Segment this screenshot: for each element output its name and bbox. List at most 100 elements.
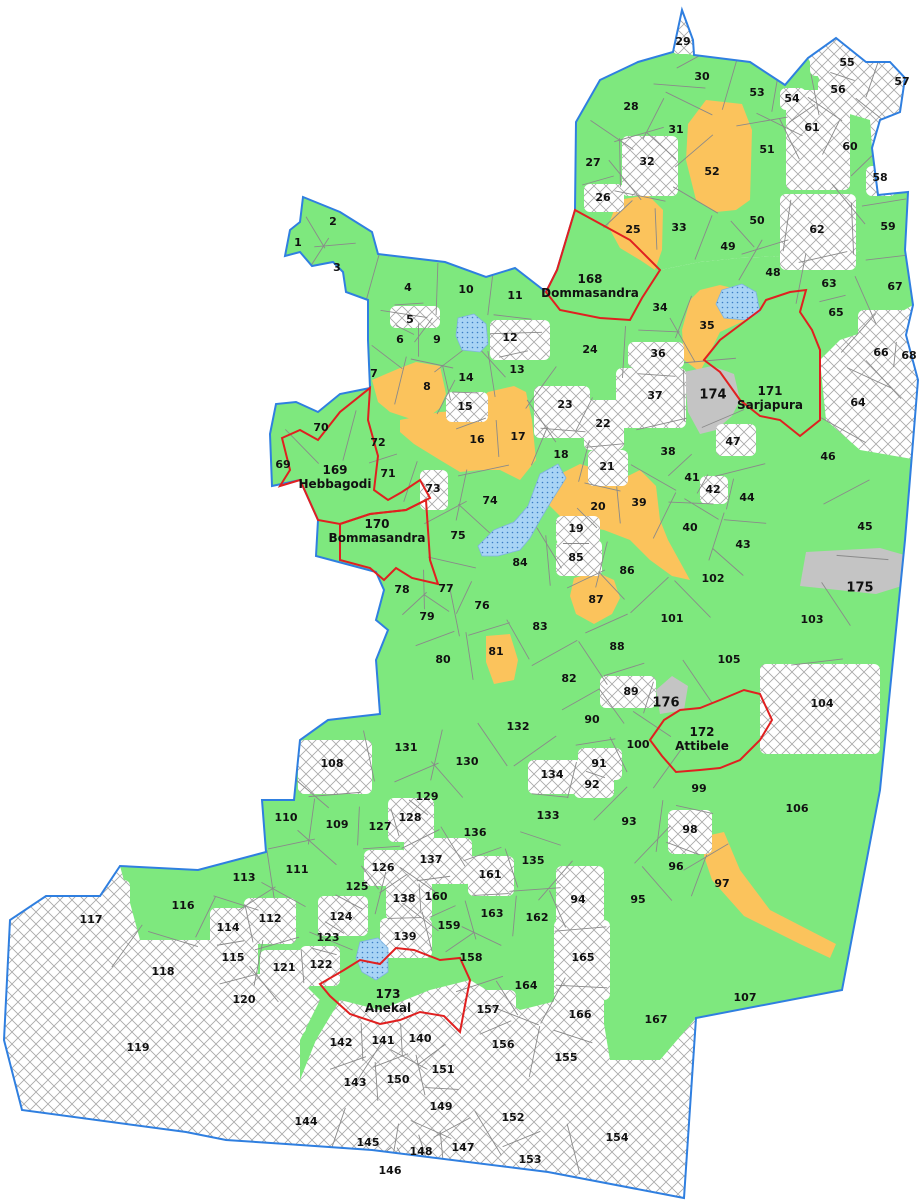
village-label: 28 xyxy=(623,100,638,113)
undeveloped-village-15 xyxy=(446,392,488,422)
village-border xyxy=(534,523,562,569)
undeveloped-village-143 xyxy=(330,1064,390,1108)
village-border xyxy=(219,973,258,985)
village-border xyxy=(554,926,607,932)
village-label: 128 xyxy=(399,811,422,824)
village-label: 21 xyxy=(599,460,614,473)
village-border xyxy=(585,613,628,634)
undeveloped-village-149 xyxy=(410,1088,480,1128)
village-border xyxy=(268,838,315,850)
village-label: 149 xyxy=(430,1100,453,1113)
village-border xyxy=(380,309,428,319)
village-label: 92 xyxy=(584,778,599,791)
village-border xyxy=(819,294,846,303)
village-label: 144 xyxy=(295,1115,318,1128)
village-label: 102 xyxy=(702,572,725,585)
undeveloped-village-166 xyxy=(554,994,604,1038)
village-border xyxy=(379,873,408,894)
village-border xyxy=(566,569,606,589)
village-border xyxy=(525,366,557,409)
village-label: 35 xyxy=(699,319,714,332)
undeveloped-village-126 xyxy=(364,850,408,886)
village-border xyxy=(433,1117,471,1138)
village-border xyxy=(595,541,608,588)
village-border xyxy=(667,453,693,477)
village-label: 24 xyxy=(582,343,598,356)
village-border xyxy=(329,1056,367,1070)
village-border xyxy=(374,1062,379,1101)
village-border xyxy=(213,895,259,911)
village-border xyxy=(553,1029,593,1044)
town-boundary-172 xyxy=(648,688,774,774)
village-border xyxy=(423,594,450,612)
village-border xyxy=(582,175,614,186)
village-border xyxy=(297,829,337,866)
village-border xyxy=(598,571,625,600)
village-border xyxy=(807,96,843,122)
village-border xyxy=(452,391,479,394)
village-border xyxy=(674,580,711,618)
undeveloped-village-12 xyxy=(490,320,550,360)
village-border xyxy=(493,314,532,320)
village-label: 1 xyxy=(294,236,302,249)
undeveloped-village-156 xyxy=(472,1020,536,1074)
village-border xyxy=(725,478,735,510)
village-border xyxy=(425,1087,459,1090)
village-label: 121 xyxy=(273,961,296,974)
village-label: 136 xyxy=(464,826,487,839)
village-border xyxy=(701,409,745,428)
village-border xyxy=(489,331,543,335)
village-border xyxy=(449,586,460,637)
village-label: 15 xyxy=(457,400,472,413)
village-label: 112 xyxy=(259,912,282,925)
undeveloped-village-94 xyxy=(556,866,604,936)
village-label: 57 xyxy=(894,75,909,88)
village-label: 23 xyxy=(557,398,572,411)
undeveloped-village-61 xyxy=(786,90,850,190)
village-label: 175 xyxy=(846,581,873,596)
village-label: 31 xyxy=(668,123,683,136)
village-label: 50 xyxy=(749,214,765,227)
village-border xyxy=(417,1043,446,1066)
village-border xyxy=(394,356,407,405)
taluk-boundary xyxy=(2,6,919,1200)
village-border xyxy=(513,735,557,767)
village-label: 137 xyxy=(420,853,443,866)
village-label: 56 xyxy=(830,83,846,96)
village-border xyxy=(363,730,375,782)
village-label: 126 xyxy=(372,861,395,874)
village-border xyxy=(576,507,598,529)
village-border xyxy=(730,220,755,248)
village-label: 48 xyxy=(765,266,780,279)
village-border xyxy=(440,826,466,867)
village-border xyxy=(403,461,418,502)
village-border xyxy=(614,126,664,143)
village-label: 41 xyxy=(684,471,699,484)
village-border xyxy=(410,1120,452,1139)
undeveloped-village-157 xyxy=(466,990,516,1030)
village-border xyxy=(249,965,279,1003)
village-border xyxy=(487,270,494,316)
village-border xyxy=(502,1130,541,1148)
village-label: 25 xyxy=(625,223,640,236)
village-border xyxy=(430,729,443,781)
village-label: 158 xyxy=(460,951,483,964)
town-number: 168 xyxy=(577,272,602,286)
village-border xyxy=(683,369,685,422)
village-border xyxy=(575,738,616,746)
village-border xyxy=(674,134,714,168)
undeveloped-village-114 xyxy=(210,908,250,948)
town-name: Dommasandra xyxy=(541,286,639,300)
village-border xyxy=(675,805,714,814)
village-border xyxy=(531,793,569,798)
village-border xyxy=(798,251,848,263)
village-border xyxy=(530,426,549,466)
village-label: 89 xyxy=(623,685,638,698)
village-border xyxy=(665,91,713,116)
village-border xyxy=(360,1023,364,1061)
village-border xyxy=(690,854,708,897)
village-border xyxy=(741,239,789,255)
village-label: 124 xyxy=(330,910,353,923)
village-label: 106 xyxy=(786,802,809,815)
